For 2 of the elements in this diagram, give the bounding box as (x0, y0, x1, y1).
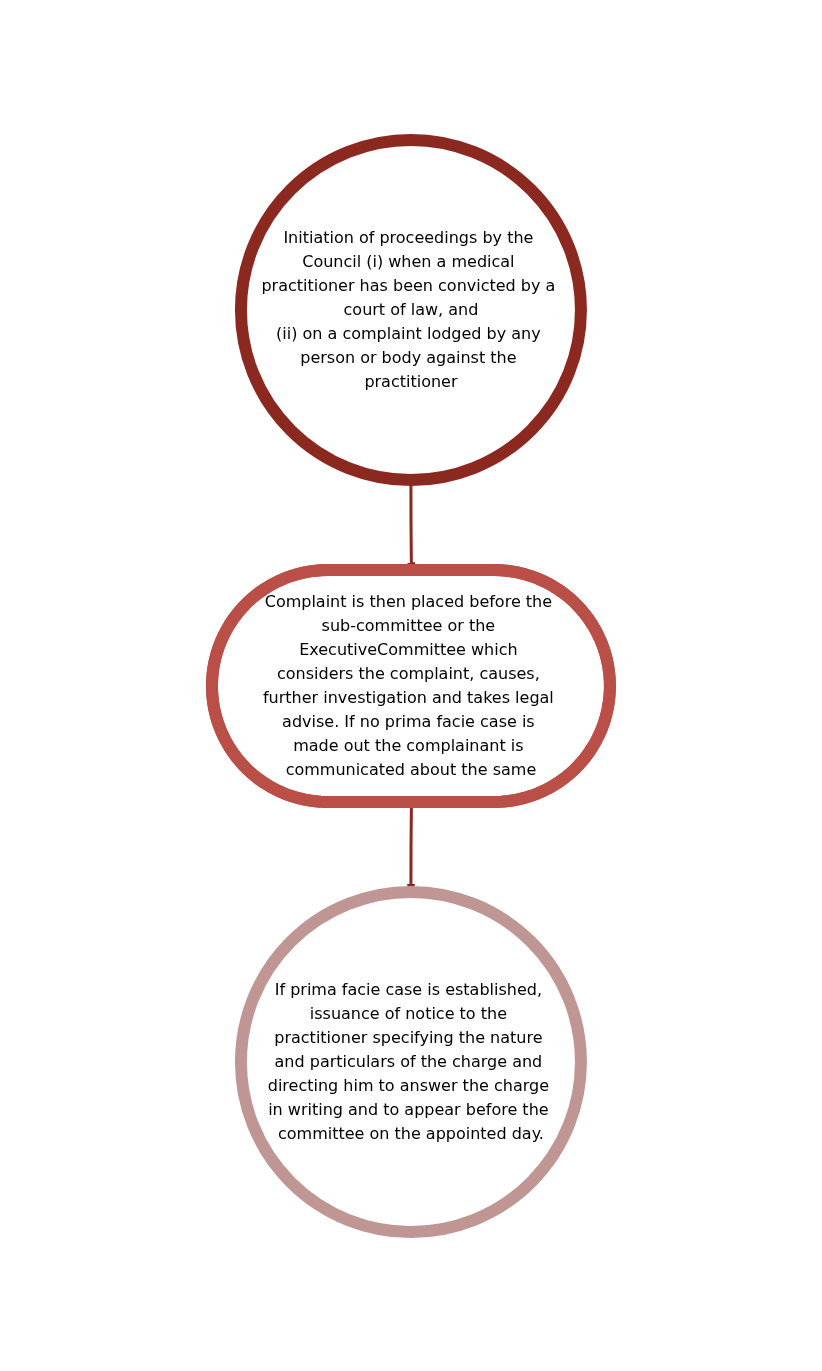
node-circle: Initiation of proceedings by the Council (i) when a medical practitioner has been convicted by a court of law, and (ii) on a complaint lodged by any person or body against the practitioner (235, 133, 587, 486)
node-circle: If prima facie case is established, issuance of notice to the practitioner specifying the nature and particulars of the charge and directing him to answer the charge in writing and to appear before the committee on the appointed day. (235, 885, 587, 1238)
